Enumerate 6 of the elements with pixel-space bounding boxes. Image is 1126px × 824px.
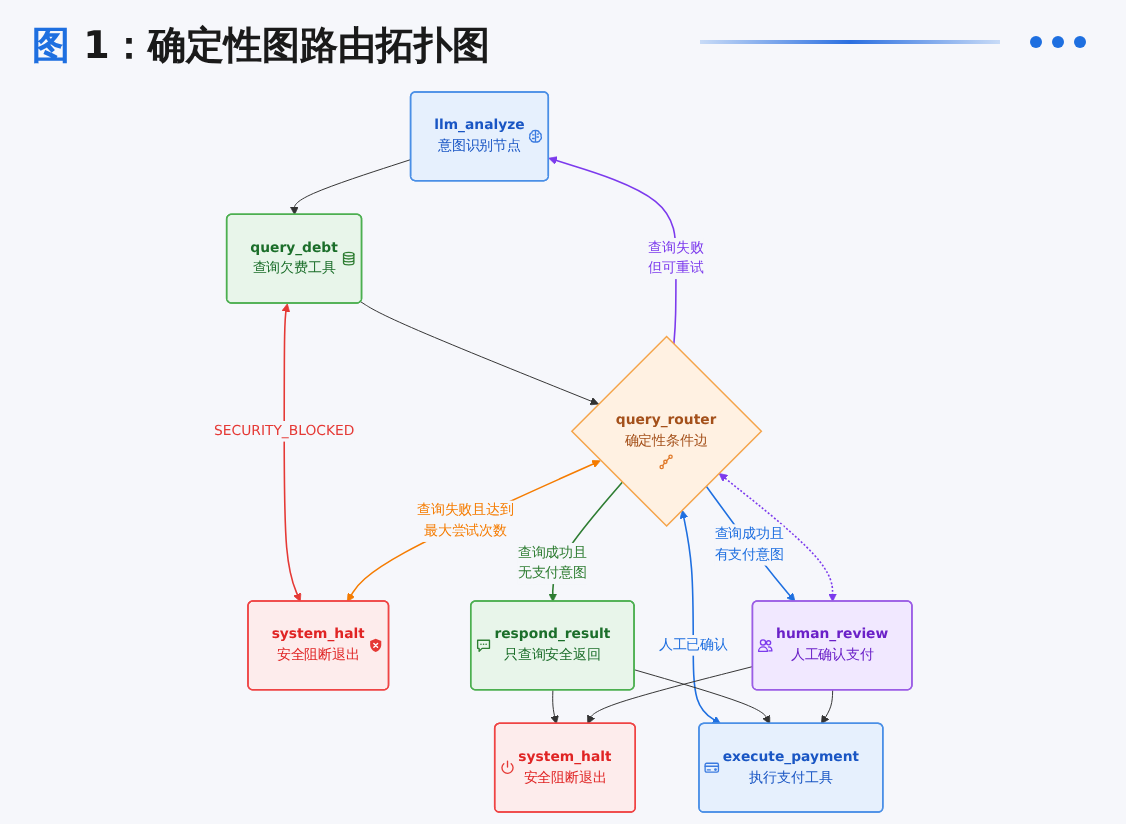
arrow xyxy=(281,303,302,602)
arrow xyxy=(346,460,601,602)
arrow xyxy=(705,485,796,602)
title: 图 1：确定性图路由拓扑图 xyxy=(32,22,490,72)
arrow xyxy=(679,509,721,725)
arrow xyxy=(718,473,837,602)
